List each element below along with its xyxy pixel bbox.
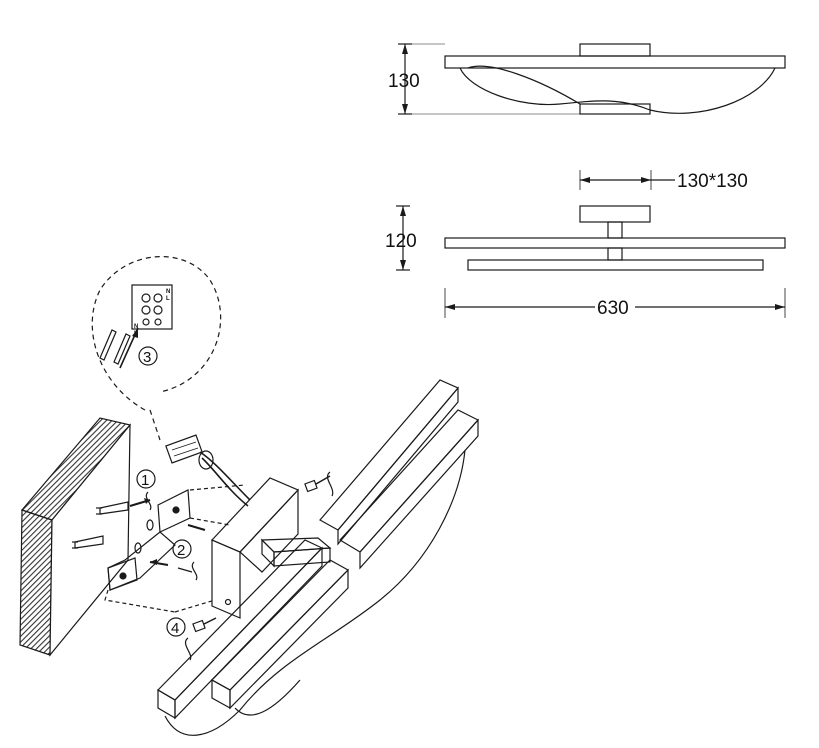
rotate-arrow-2 [177,561,198,581]
side-view-diffuser [459,67,776,114]
screw-into-bracket [187,524,206,531]
wall-anchors [72,491,206,581]
rotate-arrow-1 [145,491,152,511]
mounting-bracket [104,484,246,613]
step-1-circle [136,469,156,489]
front-view-bar-upper [444,237,786,249]
terminal-label-n-top: N [166,289,170,295]
side-view-bar [444,55,786,69]
step-1-label: 1 [141,472,149,489]
bar-upper-side [337,386,459,546]
end-cap-screw [304,479,318,493]
front-view-canopy [579,205,651,223]
rotate-arrow-4 [184,637,192,661]
terminal-label-l-top: L [166,296,170,302]
front-view-stem-lower [607,247,623,261]
wire-stripped-1 [99,329,117,361]
bracket-bottom-tab [107,557,138,591]
side-view-bottom [579,103,651,115]
wiring-detail: N L N L 3 [91,256,222,441]
wall-plug-2 [74,535,104,549]
fixing-screw [192,619,206,633]
dim-label-front-height: 120 [385,231,417,252]
step-2-label: 2 [177,542,185,559]
side-view: 130 [388,43,786,115]
terminal-block [131,284,173,330]
front-view-bar-lower [467,259,764,271]
canopy-top [210,477,300,553]
step-3-circle [138,346,158,366]
wire-loop [198,450,214,470]
side-view-diffuser-inner [467,65,581,105]
step-3-label: 3 [143,349,151,366]
rotate-arrow-3 [326,471,334,497]
terminal-label-n-bottom: N [134,324,138,330]
front-view: 130*130 120 630 [385,170,786,319]
side-view-canopy [579,43,651,57]
wall-plug-1 [99,501,129,515]
luminaire [157,379,479,736]
connector-block [165,434,203,464]
wire-stripped-2 [113,333,131,365]
step-4-label: 4 [171,620,179,637]
bar-lower-side [174,546,323,720]
dim-label-plate: 130*130 [677,171,748,192]
dim-label-length: 630 [597,298,629,319]
ceiling-block [19,417,132,657]
canopy-front [211,539,241,619]
canopy-side [239,488,299,573]
detail-circle [91,256,222,411]
step-2-circle [172,539,192,559]
front-view-stem [607,221,623,239]
dim-label-side-height: 130 [388,71,420,92]
power-wire [199,451,251,501]
diffuser-curve [164,449,466,736]
step-4-circle [166,617,186,637]
bar-upper-top [319,379,459,531]
